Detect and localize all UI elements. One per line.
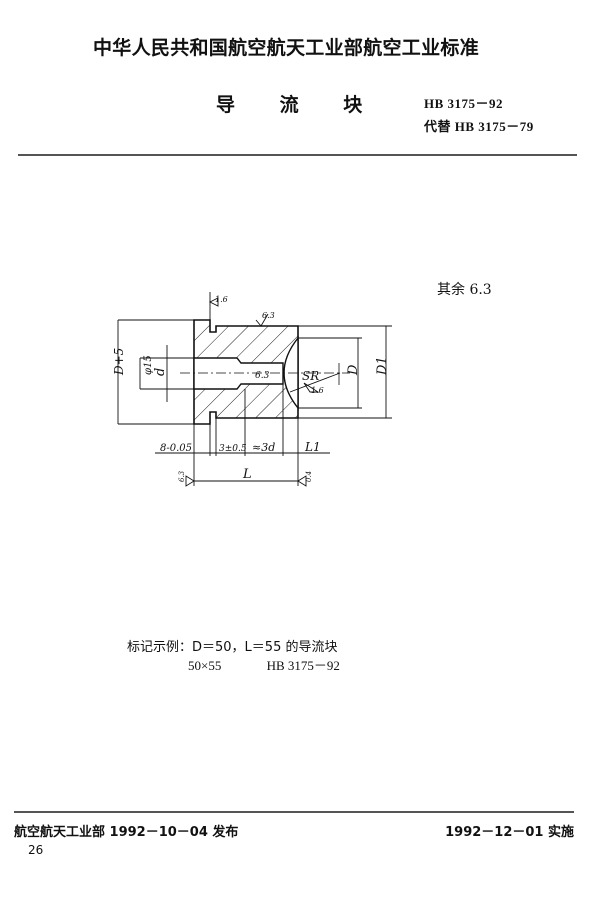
label-total-length: L: [242, 467, 252, 482]
marking-example-designation: 50×55 HB 3175－92: [188, 655, 382, 674]
technical-drawing: D+5 φ15 d 6.3 SR 1.6 D D1 6.3 1.6 8-0.05…: [112, 292, 392, 487]
label-flange-width: 8-0.05: [160, 443, 192, 454]
label-hole-diameter: φ15: [143, 355, 154, 375]
dimension-lines: [117, 292, 392, 486]
dimension-labels: D+5 φ15 d 6.3 SR 1.6 D D1 6.3 1.6 8-0.05…: [112, 295, 390, 482]
label-right-face-roughness: 0.4: [305, 471, 313, 482]
page-number: 26: [28, 843, 44, 857]
replaces-standard: 代替 HB 3175－79: [424, 119, 534, 134]
label-sphere-radius: SR: [302, 369, 319, 383]
label-bore-length: ≈3d: [252, 441, 275, 454]
label-outer-diameter: D+5: [112, 348, 126, 376]
standard-number: HB 3175－92: [424, 96, 504, 111]
label-diameter-d1: D1: [375, 356, 390, 376]
label-top-roughness: 6.3: [262, 311, 275, 320]
label-groove-roughness: 1.6: [215, 295, 228, 304]
roughness-symbol-icon: [297, 475, 307, 487]
roughness-symbol-icon: [303, 382, 320, 393]
designation-standard: HB 3175－92: [266, 658, 340, 673]
rest-roughness-note: 其余 6.3: [437, 282, 492, 298]
effective-date: 1992－12－01 实施: [445, 825, 574, 840]
label-diameter-d: D: [346, 364, 361, 376]
label-sphere-roughness: 1.6: [311, 386, 324, 395]
footer-divider: [14, 811, 574, 813]
issue-date: 航空航天工业部 1992－10－04 发布: [14, 825, 239, 840]
marking-example-text: 标记示例：D＝50，L＝55 的导流块: [127, 640, 338, 655]
roughness-symbols: [185, 297, 320, 487]
roughness-symbol-icon: [185, 475, 195, 487]
label-counter-length: L1: [304, 440, 321, 454]
document-title: 导 流 块: [216, 94, 382, 116]
roughness-symbol-icon: [208, 297, 219, 307]
designation-size: 50×55: [188, 658, 222, 673]
label-groove-width: 3±0.5: [219, 444, 247, 454]
standard-organization-title: 中华人民共和国航空航天工业部航空工业标准: [93, 37, 480, 59]
header-divider: [18, 154, 577, 156]
label-bore-roughness: 6.3: [255, 371, 270, 381]
label-thread: d: [153, 368, 168, 376]
label-left-face-roughness: 6.3: [178, 470, 186, 482]
roughness-symbol-icon: [255, 313, 269, 327]
